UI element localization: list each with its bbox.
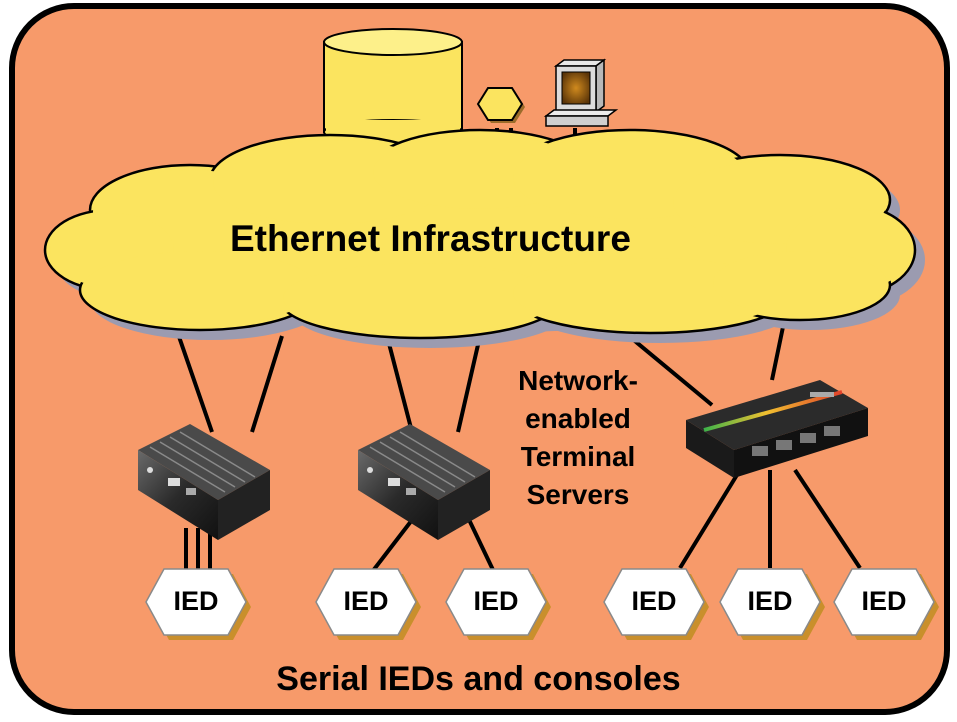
caption-line: Servers [526,479,630,510]
ied-label: IED [631,586,677,616]
terminal-server-icon [138,424,270,540]
caption-line: enabled [525,403,631,434]
ied-hexagon [833,568,935,636]
ied-hexagon [719,568,821,636]
terminal-server-icon [358,424,490,540]
ied-label: IED [343,586,389,616]
database-icon [323,28,463,145]
ied-label: IED [473,586,519,616]
ied-label: IED [861,586,907,616]
ied-hexagon [145,568,247,636]
router-hex-icon [476,87,525,123]
ethernet-cloud [50,135,910,333]
ied-label: IED [747,586,793,616]
workstation-icon [543,58,619,127]
ied-label: IED [173,586,219,616]
ied-hexagon [315,568,417,636]
ied-hexagon [445,568,547,636]
ied-group [145,568,939,640]
terminal-servers-caption: Network- enabled Terminal Servers [488,362,668,514]
ied-hexagon [603,568,705,636]
cloud-label: Ethernet Infrastructure [230,218,631,259]
caption-line: Network- [518,365,638,396]
caption-line: Terminal [520,441,636,472]
footer-label: Serial IEDs and consoles [276,660,681,698]
terminal-server-icon [686,380,868,478]
